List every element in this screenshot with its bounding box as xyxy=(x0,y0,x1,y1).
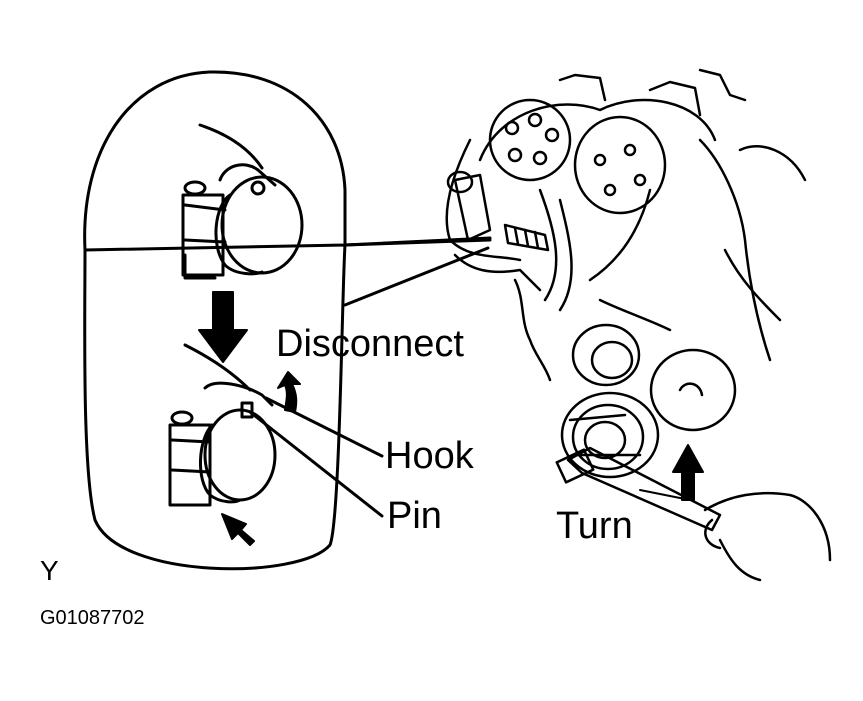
corner-mark: Y xyxy=(40,555,59,586)
turn-leader xyxy=(639,489,691,501)
disconnect-label: Disconnect xyxy=(276,323,464,365)
pin-leader xyxy=(248,410,384,518)
down-arrow xyxy=(198,291,248,363)
turn-label: Turn xyxy=(556,505,633,547)
turn-arrow xyxy=(672,444,704,501)
wrench xyxy=(566,446,722,532)
rotate-arrow xyxy=(277,371,301,413)
push-arrow xyxy=(221,513,255,546)
rocker-arm-after xyxy=(168,343,277,507)
callout-leader-bottom xyxy=(343,246,490,307)
hook-leader xyxy=(264,396,384,458)
pin-label: Pin xyxy=(387,495,442,537)
figure-id: G01087702 xyxy=(40,607,145,629)
spark-plug-connector xyxy=(503,223,550,252)
rocker-arm-before xyxy=(181,123,304,280)
hand xyxy=(703,491,832,582)
engine-assembly xyxy=(445,68,832,582)
detail-callout-frame xyxy=(83,70,492,571)
callout-leader-top xyxy=(343,236,492,247)
hook-label: Hook xyxy=(385,435,474,477)
